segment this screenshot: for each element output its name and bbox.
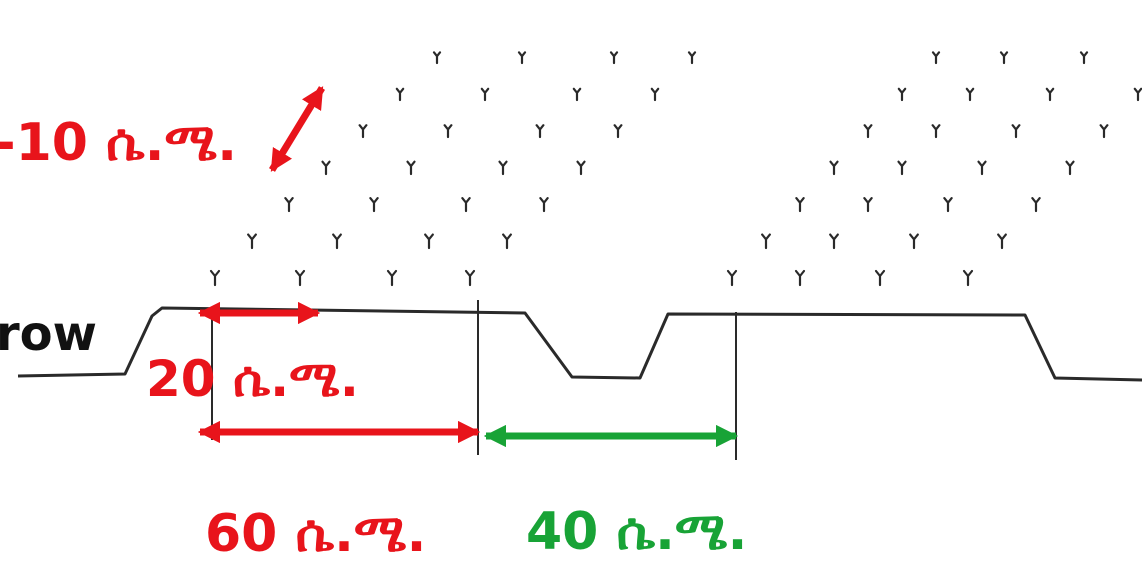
seedling-icon [761,233,771,250]
seedling-icon [1011,124,1021,139]
soil-profile-line [17,306,1142,382]
seedling-icon [794,269,806,287]
seedling-icon [726,269,738,287]
seedling-icon [358,124,368,139]
ridge-width-label: 60 ሴ.ሜ. [205,504,427,564]
seedling-icon [962,269,974,287]
row-spacing-label: 20 ሴ.ሜ. [146,350,359,408]
seedling-icon [829,233,839,250]
seedling-icon [1065,160,1075,176]
plant-spacing-label: -10 ሴ.ሜ. [0,113,237,173]
seedling-icon [498,160,508,176]
seedling-icon [650,87,660,102]
seedling-icon [613,124,623,139]
seedling-icon [795,197,805,213]
seedling-icon [572,87,582,102]
seedling-icon [432,51,442,65]
seedling-icon [931,51,941,65]
seedling-icon [539,197,549,213]
plant-spacing-arrow [269,86,325,172]
seedling-icon [369,197,379,213]
seedling-icon [1133,87,1142,102]
seedling-icon [977,160,987,176]
seedling-icon [406,160,416,176]
seedling-icon [965,87,975,102]
seedling-icon [502,233,512,250]
seedling-icon [517,51,527,65]
seedling-icon [247,233,257,250]
seedling-icon [209,269,221,287]
seedling-icon [464,269,476,287]
seedling-icon [535,124,545,139]
seedling-icon [999,51,1009,65]
seedling-icon [909,233,919,250]
seedling-icon [863,124,873,139]
seedling-icon [284,197,294,213]
furrow-label: row [0,306,97,362]
seedling-icon [1099,124,1109,139]
seedling-icon [931,124,941,139]
seedling-icon [386,269,398,287]
seedling-icon [997,233,1007,250]
seedling-icon [443,124,453,139]
furrow-width-label: 40 ሴ.ሜ. [526,502,748,562]
seedling-icon [576,160,586,176]
seedling-icon [332,233,342,250]
seedling-icon [294,269,306,287]
seedling-icon [897,160,907,176]
seedling-icon [897,87,907,102]
seedling-icon [480,87,490,102]
seedlings-group [209,51,1142,287]
seedling-icon [424,233,434,250]
seedling-icon [1079,51,1089,65]
seedling-icon [943,197,953,213]
seedling-icon [321,160,331,176]
seedling-icon [609,51,619,65]
seedling-icon [395,87,405,102]
seedling-icon [1031,197,1041,213]
seedling-icon [874,269,886,287]
seedling-icon [687,51,697,65]
seedling-icon [863,197,873,213]
seedling-icon [829,160,839,176]
seedling-icon [461,197,471,213]
seedling-icon [1045,87,1055,102]
